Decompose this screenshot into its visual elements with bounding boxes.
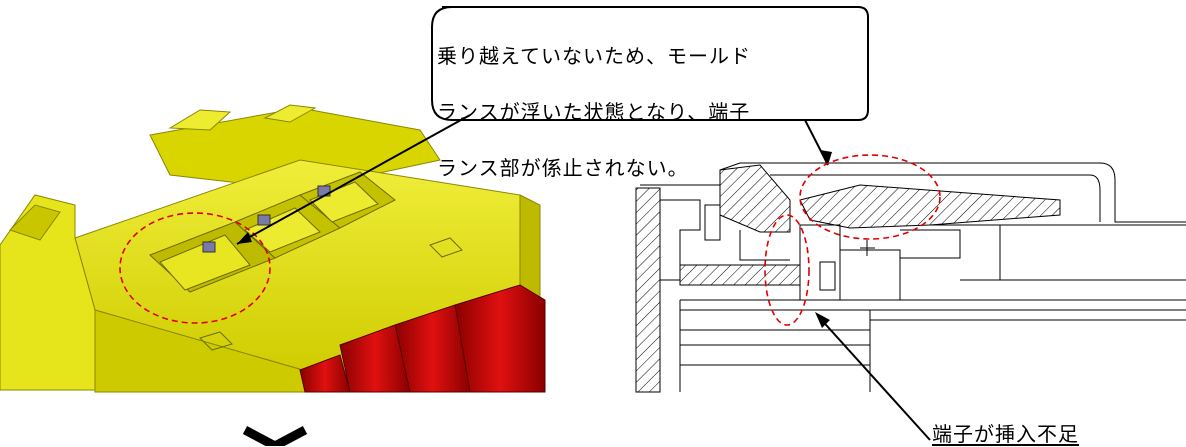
ng-cross-mark-icon [242,426,308,446]
connector-3d-render [0,104,546,393]
callout-text: 乗り越えていないため、モールド ランスが浮いた状態となり、端子 ランス部が係止さ… [437,14,857,210]
arrowhead-bottom [815,312,830,328]
pointer-arrow-bottom [817,315,931,441]
arrowhead-left [237,232,252,244]
callout-line-3: ランス部が係止されない。 [437,156,689,180]
cross-section-drawing [635,162,1186,393]
callout-line-1: 乗り越えていないため、モールド [437,44,751,68]
highlight-ellipse-left [119,212,271,324]
highlight-ellipse-lance [799,154,941,240]
arrowhead-right [820,150,832,165]
insertion-label: 端子が挿入不足 [932,422,1079,446]
callout-bubble [431,6,869,121]
pointer-arrow-left [236,114,471,245]
callout-line-2: ランスが浮いた状態となり、端子 [437,100,751,124]
highlight-ellipse-terminal [764,214,810,326]
